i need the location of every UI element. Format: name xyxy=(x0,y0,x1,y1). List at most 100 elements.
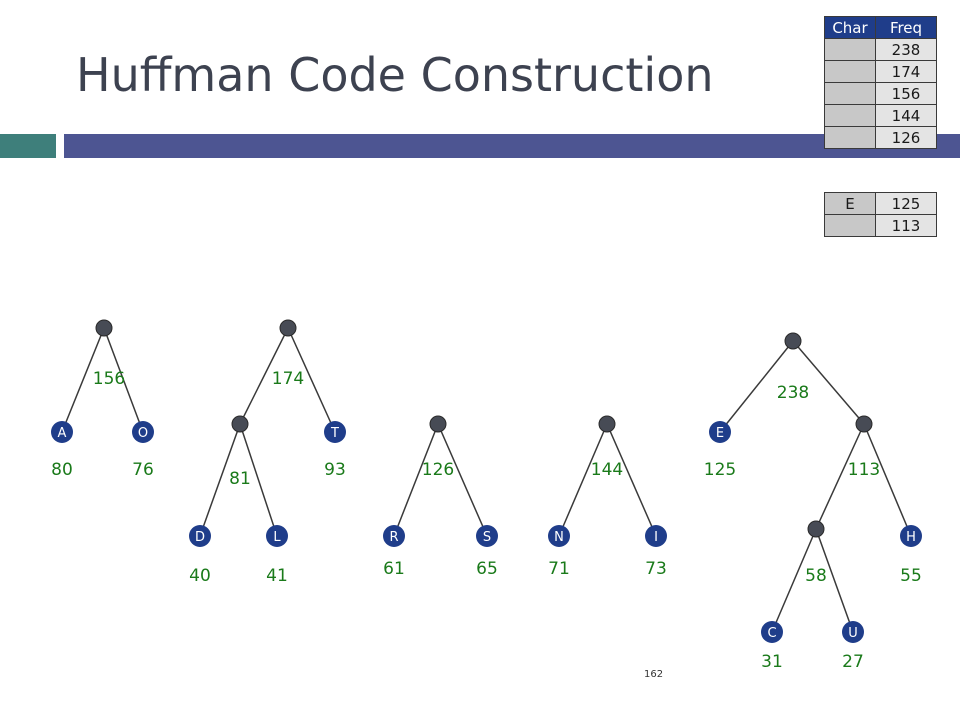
freq-cell: 113 xyxy=(875,214,937,237)
leaf-label: R xyxy=(389,530,398,545)
weight-label: 55 xyxy=(900,566,922,586)
accent-block xyxy=(0,134,56,158)
tree-edge xyxy=(239,327,289,425)
inner-node xyxy=(855,415,873,433)
tree-edge xyxy=(199,423,241,537)
char-cell xyxy=(824,214,876,237)
leaf-label: N xyxy=(554,530,564,545)
tree-edge xyxy=(863,423,912,537)
inner-node xyxy=(231,415,249,433)
weight-label: 41 xyxy=(266,566,288,586)
accent-bar xyxy=(64,134,960,158)
tree-edge xyxy=(239,423,278,537)
weight-label: 58 xyxy=(805,566,827,586)
leaf-label: T xyxy=(330,426,339,441)
weight-label: 125 xyxy=(704,460,736,480)
leaf-node xyxy=(842,621,864,643)
table-row: 113 xyxy=(824,214,937,237)
table-row: 144 xyxy=(824,104,937,127)
table-row: 156 xyxy=(824,82,937,105)
leaf-node xyxy=(189,525,211,547)
weight-label: 113 xyxy=(848,460,880,480)
header-freq: Freq xyxy=(875,16,937,39)
inner-node xyxy=(429,415,447,433)
leaf-label: D xyxy=(195,530,205,545)
leaf-node xyxy=(132,421,154,443)
tree-edge xyxy=(558,423,608,537)
freq-cell: 174 xyxy=(875,60,937,83)
inner-node xyxy=(95,319,113,337)
weight-label: 126 xyxy=(422,460,454,480)
char-cell xyxy=(824,60,876,83)
leaf-node xyxy=(266,525,288,547)
char-cell xyxy=(824,126,876,149)
table-row: 126 xyxy=(824,126,937,149)
tree-t238: E H C U 238 125 113 58 55 31 27 xyxy=(704,332,922,672)
leaf-label: E xyxy=(716,426,724,441)
tree-edge xyxy=(61,327,105,433)
leaf-node xyxy=(51,421,73,443)
leaf-label: H xyxy=(906,530,916,545)
leaf-node xyxy=(548,525,570,547)
leaf-node xyxy=(761,621,783,643)
leaf-label: S xyxy=(483,530,491,545)
leaf-label: O xyxy=(138,426,148,441)
weight-label: 174 xyxy=(272,369,304,389)
tree-edge xyxy=(606,423,657,537)
leaf-node xyxy=(383,525,405,547)
weight-label: 65 xyxy=(476,559,498,579)
weight-label: 144 xyxy=(591,460,623,480)
tree-edge xyxy=(103,327,144,433)
leaf-node xyxy=(476,525,498,547)
inner-node xyxy=(784,332,802,350)
weight-label: 93 xyxy=(324,460,346,480)
tree-edge xyxy=(771,528,817,633)
tree-edge xyxy=(815,528,854,633)
tree-edge xyxy=(792,340,865,425)
inner-node xyxy=(807,520,825,538)
tree-edge xyxy=(719,340,794,433)
tree-edge xyxy=(393,423,439,537)
leaf-node xyxy=(709,421,731,443)
slide-title: Huffman Code Construction xyxy=(76,48,714,102)
leaf-node xyxy=(900,525,922,547)
leaf-label: L xyxy=(273,530,281,545)
leaf-label: A xyxy=(58,426,67,441)
tree-t174: T D L 174 81 93 40 41 xyxy=(189,319,346,586)
weight-label: 71 xyxy=(548,559,570,579)
weight-label: 61 xyxy=(383,559,405,579)
weight-label: 31 xyxy=(761,652,783,672)
tree-t156: A O 156 80 76 xyxy=(51,319,154,480)
leaf-node xyxy=(324,421,346,443)
char-cell xyxy=(824,104,876,127)
weight-label: 80 xyxy=(51,460,73,480)
weight-label: 27 xyxy=(842,652,864,672)
weight-label: 76 xyxy=(132,460,154,480)
tree-t126: R S 126 61 65 xyxy=(383,415,498,579)
tree-edge xyxy=(287,327,336,433)
inner-node xyxy=(279,319,297,337)
tree-edge xyxy=(437,423,488,537)
weight-label: 73 xyxy=(645,559,667,579)
table-row: 174 xyxy=(824,60,937,83)
char-cell xyxy=(824,82,876,105)
leaf-label: I xyxy=(654,530,658,545)
frequency-table-header: Char Freq xyxy=(824,16,937,39)
page-number: 162 xyxy=(644,669,664,680)
weight-label: 40 xyxy=(189,566,211,586)
freq-cell: 126 xyxy=(875,126,937,149)
tree-t144: N I 144 71 73 xyxy=(548,415,667,579)
leaf-node xyxy=(645,525,667,547)
weight-label: 81 xyxy=(229,469,251,489)
tree-edge xyxy=(815,423,865,530)
leaf-label: U xyxy=(848,626,858,641)
freq-cell: 144 xyxy=(875,104,937,127)
weight-label: 238 xyxy=(777,383,809,403)
leaf-label: C xyxy=(767,626,776,641)
freq-cell: 156 xyxy=(875,82,937,105)
inner-node xyxy=(598,415,616,433)
weight-label: 156 xyxy=(93,369,125,389)
